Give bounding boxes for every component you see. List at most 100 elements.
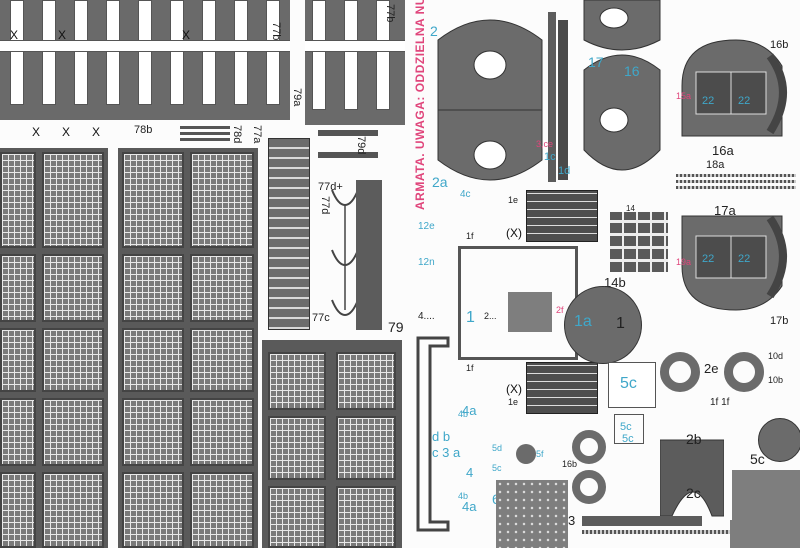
label-17b: 17b [770, 315, 789, 327]
scissor-mark: X [182, 28, 191, 42]
label-12n: 12n [418, 257, 435, 268]
part-79d-strips [318, 130, 378, 136]
label-14b: 14b [604, 275, 626, 290]
part-77b-teeth [0, 0, 290, 120]
grid-panel [0, 398, 36, 466]
warning-text: ARMATA. UWAGA: ODDZIELNA NUM [413, 0, 427, 210]
label-1e-b: 1e [508, 397, 519, 407]
part-77c-ladder [268, 138, 310, 330]
label-5d: 5d [492, 443, 503, 453]
part-16a-wheel [681, 39, 787, 137]
label-2: 2 [430, 23, 438, 39]
label-77b: 77b [270, 22, 282, 41]
label-10d: 10d [768, 351, 784, 361]
label-1d: 1d [558, 165, 571, 177]
label-19a: 19a [676, 257, 692, 267]
part-16b-ring [572, 470, 606, 504]
label-22a: 22 [702, 95, 715, 107]
label-79d: 79d [355, 136, 367, 155]
label-4c: 4c [460, 189, 471, 200]
grid-panel [0, 328, 36, 392]
label-1f: 1f [466, 231, 474, 241]
grid-panel [42, 254, 104, 322]
grid-panel [336, 486, 396, 548]
label-4a: 4a [462, 403, 477, 418]
part-7a-block [730, 520, 800, 548]
part-5c-panel [608, 362, 656, 408]
part-5-panel [614, 414, 644, 444]
part-bracket [416, 336, 450, 532]
label-78b: 78b [134, 124, 153, 136]
label-10b: 10b [768, 375, 784, 385]
label-77b-top: 77b [384, 4, 396, 23]
grid-panel [122, 472, 184, 548]
part-1e-slats [526, 190, 598, 242]
label-4b: 4b [458, 409, 469, 419]
part-77b-top-bar [0, 40, 290, 52]
part-77aL-bar [305, 40, 405, 52]
scissor-mark: X [10, 28, 19, 42]
label-22d: 22 [738, 253, 751, 265]
part-14-grate [610, 212, 668, 272]
label-5c-right: 5c [750, 451, 765, 467]
part-6d-block [732, 470, 800, 520]
grid-panel [42, 152, 104, 248]
grid-panel [190, 398, 254, 466]
grid-panel [0, 152, 36, 248]
grid-panel [122, 152, 184, 248]
label-22c: 22 [702, 253, 715, 265]
grid-panel [268, 352, 326, 410]
grid-panel [268, 486, 326, 548]
part-3-rods [582, 530, 800, 534]
part-79d-strips [318, 152, 378, 158]
label-2e: 2e [704, 361, 719, 376]
grid-panel [122, 328, 184, 392]
label-1a: 1a [574, 313, 592, 330]
scissor-mark: (X) [506, 382, 522, 396]
label-78d: 78d [231, 125, 243, 144]
part-77aL-tooth [376, 0, 390, 110]
label-77d-plus: 77d+ [318, 181, 343, 193]
part-78-strips [180, 132, 230, 135]
label-16: 16 [624, 63, 640, 79]
label-1: 1 [466, 309, 475, 326]
part-5d-disc [758, 418, 800, 462]
label-5f: 5f [536, 449, 544, 459]
label-1f-b: 1f [466, 363, 474, 373]
label-16b-b: 16b [562, 459, 578, 469]
part-77aL-tooth [312, 0, 326, 110]
label-1e: 1e [508, 195, 519, 205]
grid-panel [190, 328, 254, 392]
part-77aL-tooth [344, 0, 358, 110]
label-79a: 79a [291, 88, 303, 107]
part-18a-rod [676, 186, 796, 189]
grid-panel [122, 254, 184, 322]
grid-panel [42, 472, 104, 548]
part-17a-wheel [681, 215, 787, 311]
label-77d: 77d [319, 196, 331, 215]
label-5c-b: 5c [620, 421, 632, 433]
scissor-mark: X [32, 125, 41, 139]
scissor-mark: X [58, 28, 67, 42]
label-4b-b: 4b [458, 491, 469, 501]
label-1b: 1 [616, 315, 625, 332]
label-6: 6 [492, 492, 500, 506]
label-5: 5c [492, 463, 502, 473]
grid-panel [0, 472, 36, 548]
label-16b: 16b [770, 39, 789, 51]
grid-panel [0, 254, 36, 322]
label-1f-c: 1f 1f [710, 397, 730, 408]
label-da: d b [432, 429, 451, 444]
label-16a: 16a [712, 143, 734, 158]
label-4dots: 4.... [418, 311, 435, 322]
grid-panel [190, 254, 254, 322]
grid-panel [336, 416, 396, 480]
label-ca: c 3 a [432, 445, 461, 460]
part-2e-ring [724, 352, 764, 392]
scissor-mark: (X) [506, 226, 522, 240]
part-1d-bar [558, 20, 568, 180]
label-17: 17 [588, 54, 604, 70]
part-16-17-shield [583, 0, 661, 171]
grid-panel [42, 328, 104, 392]
